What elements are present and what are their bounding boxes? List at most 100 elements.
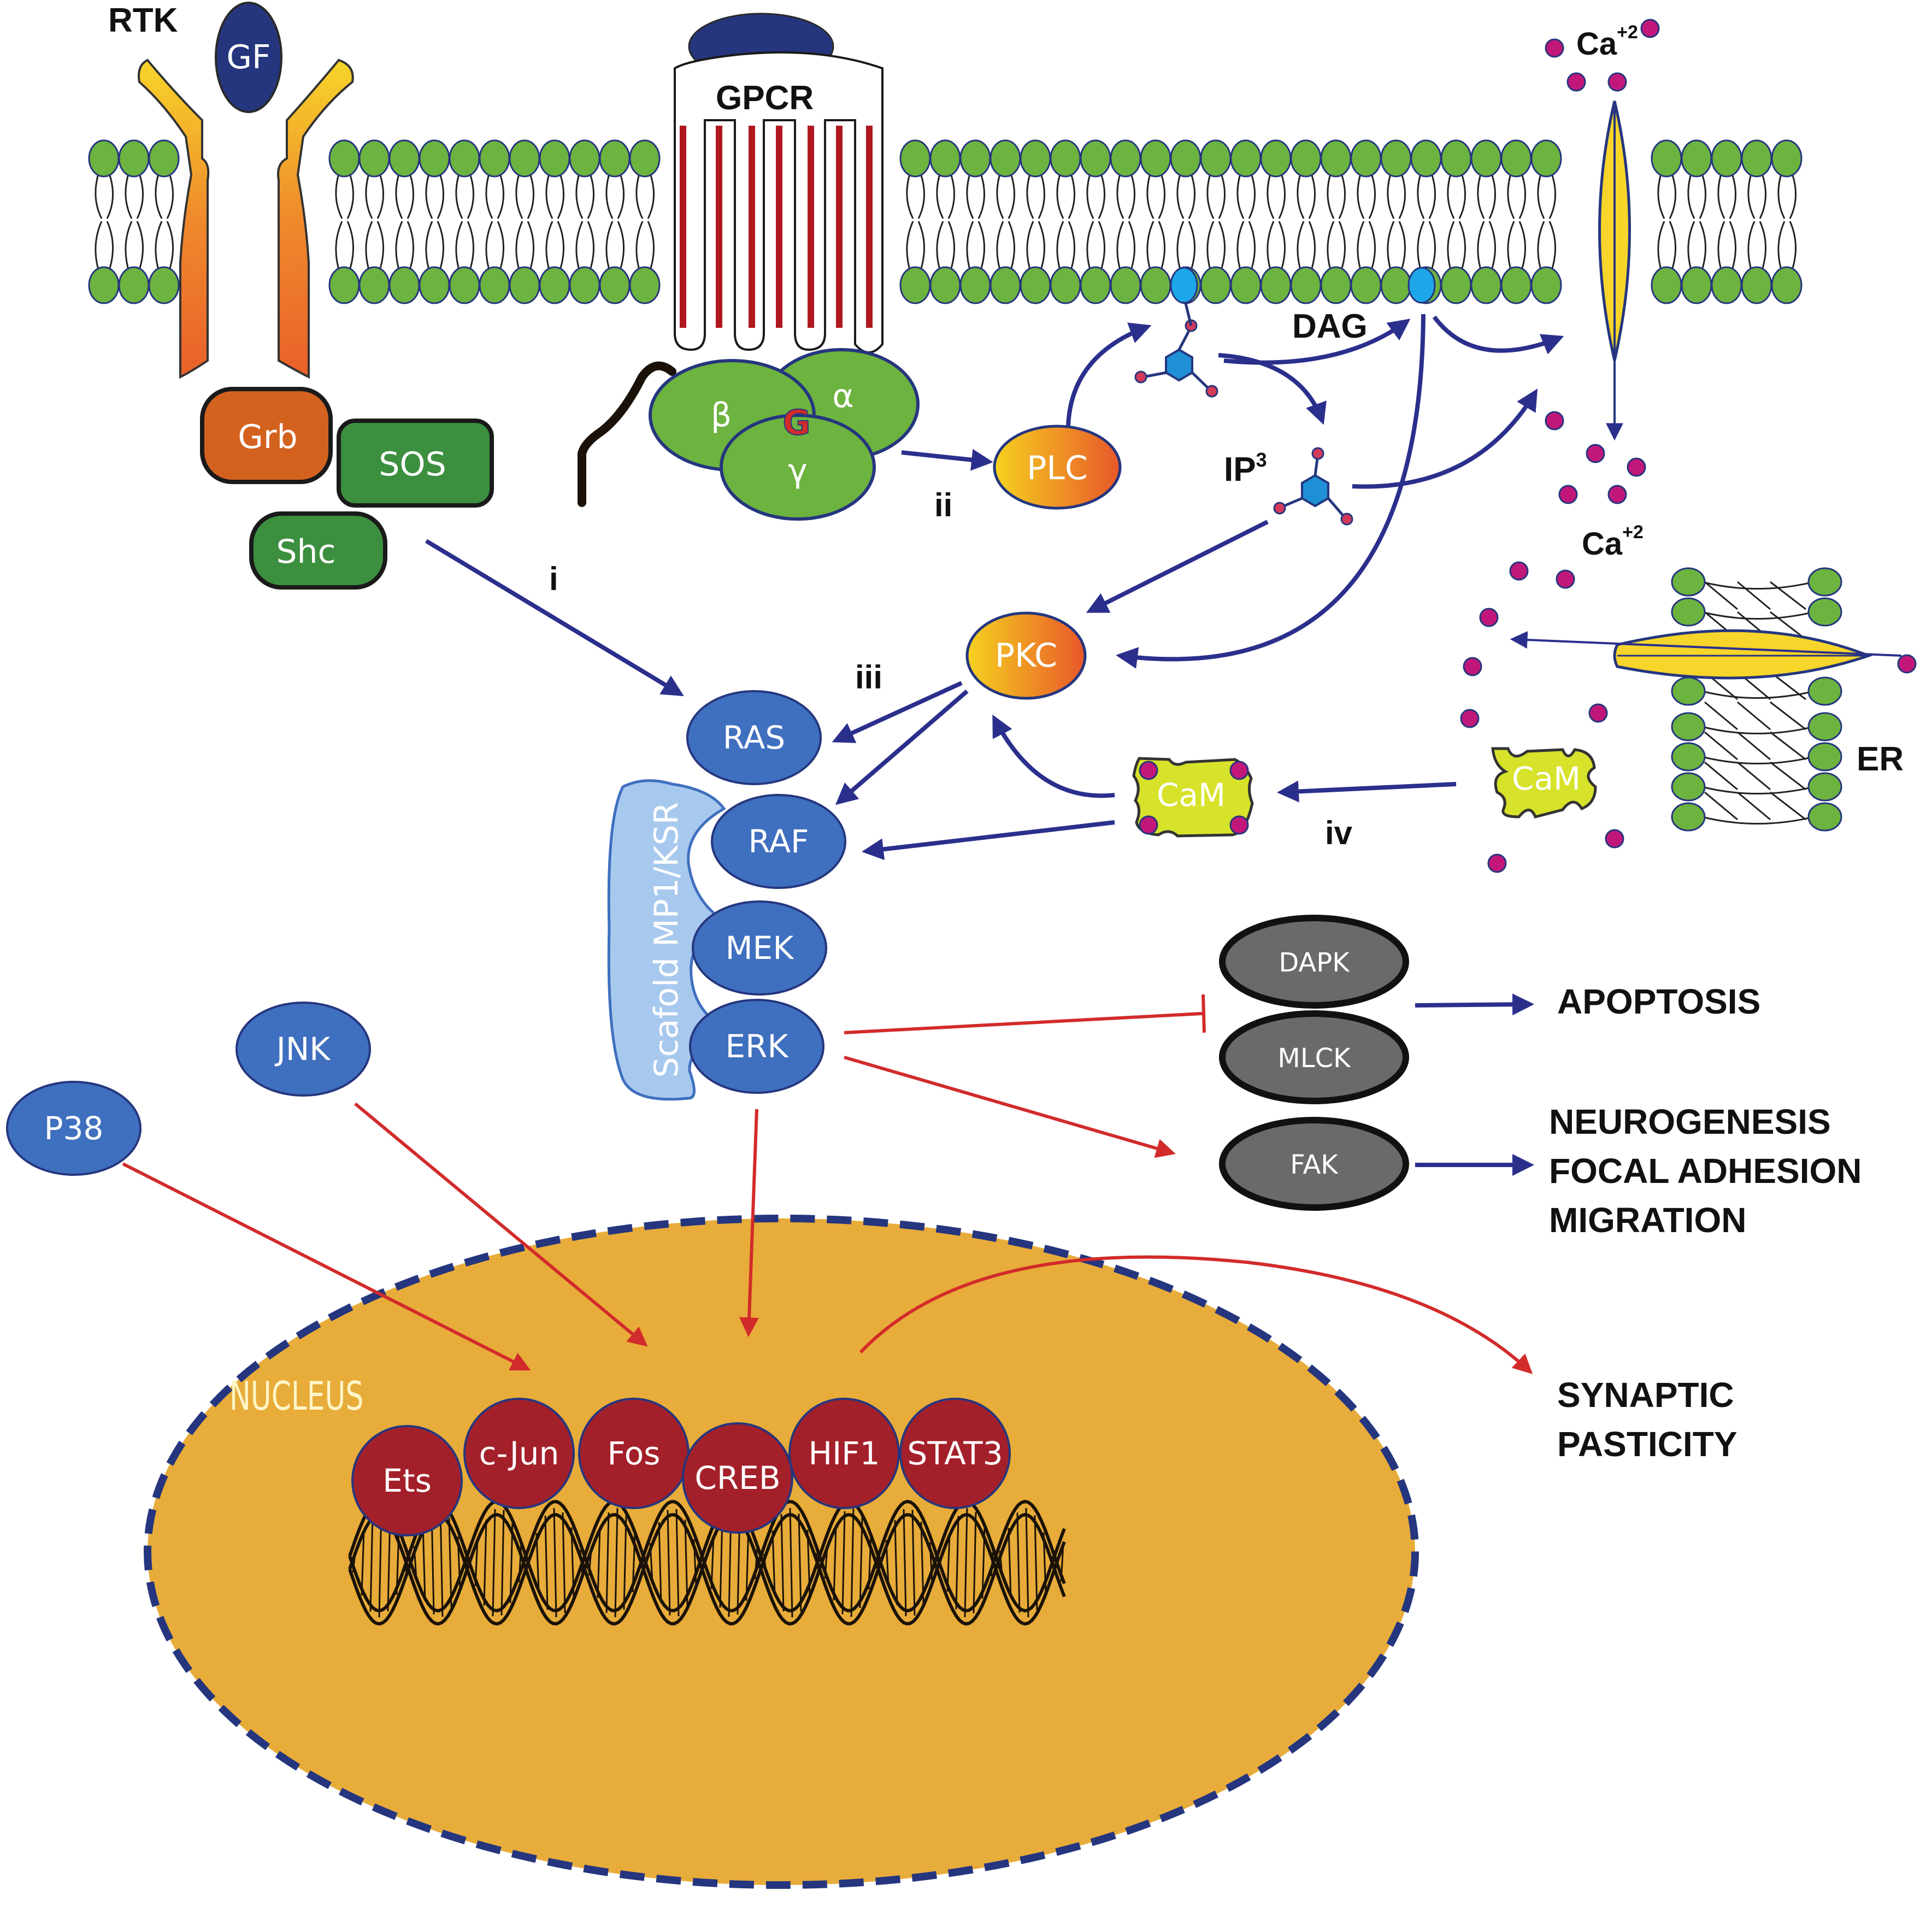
lipid-head [1080,266,1111,304]
lipid-head [1080,139,1111,178]
dna-double-helix [348,1499,1066,1626]
rtk-receptor: GF RTK [108,2,354,379]
calcium-ion [1558,485,1578,504]
lipid-head [479,266,510,304]
arrow-erk-nucleus [739,1109,759,1338]
lipid-head [929,139,961,178]
apoptosis-label: APOPTOSIS [1557,982,1760,1021]
g-alpha-label: α [832,377,854,415]
jnk-kinase [235,1002,371,1097]
gf-label: GF [226,38,270,76]
lipid-head [1530,266,1562,304]
lipid-head [1651,139,1682,178]
dag-lipid-head [1407,267,1436,304]
er-lipid-heads [1671,567,1842,832]
lipid-head [569,266,600,304]
tf-label: STAT3 [907,1435,1003,1472]
lipid-head [959,266,991,304]
dapk-label: DAPK [1279,947,1350,978]
focal-adhesion-label: FOCAL ADHESION [1549,1151,1862,1191]
scaffold-label: Scafold MP1/KSR [647,802,686,1078]
inhibit-bar [1201,994,1206,1033]
fak-label: FAK [1290,1150,1339,1180]
lipid-tails [95,170,1796,274]
lipid-head [1440,266,1472,304]
lipid-head [1230,266,1262,304]
lipid-head [1671,742,1706,772]
pkc-enzyme [965,611,1087,700]
ca-intracellular-superscript: +2 [1622,522,1644,543]
fak-kinase [1219,1117,1409,1211]
dapk-kinase [1219,915,1409,1009]
lipid-head [1290,139,1322,178]
gpcr-label: GPCR [716,79,814,117]
lipid-head [509,139,540,178]
calcium-ion [1607,485,1627,504]
calcium-ion [1460,709,1480,728]
ras-label: RAS [723,719,785,756]
lipid-head [1110,266,1141,304]
effector-kinases: DAPK MLCK FAK [1219,915,1409,1211]
lipid-head [1807,567,1842,597]
arrow-pkc-ras [832,681,963,743]
lipid-head [1741,139,1772,178]
arrow-pip2-ip3 [1218,353,1327,425]
lipid-head [599,266,631,304]
calcium-ion [1627,457,1646,477]
lipid-head [1320,139,1352,178]
calcium-ion [1556,569,1575,589]
arrow-shc-ras [425,539,684,697]
lipid-head [449,266,480,304]
calcium-ion [1640,19,1660,38]
lipid-head [1440,139,1472,178]
inhibit-erk-dapk [844,1012,1203,1034]
lipid-head [539,266,570,304]
tf-ets [351,1425,463,1536]
ip3-molecule [1273,447,1353,526]
jnk-label: JNK [275,1030,331,1068]
lipid-head [1410,139,1442,178]
ca-extracellular-label: Ca+2 [1576,22,1638,62]
lipid-head [629,266,661,304]
lipid-heads [88,139,1803,304]
arrow-nucleus-synaptic [859,1255,1533,1374]
rtk-label: RTK [108,2,178,39]
lipid-head [1530,139,1562,178]
calcium-ion [1545,38,1564,58]
sos-protein [337,419,494,508]
lipid-head [1807,676,1842,706]
lipid-head [1807,597,1842,627]
lipid-head [1230,139,1262,178]
er-lipid-tails [1701,581,1815,825]
adaptor-complex: Grb SOS Shc [200,387,494,590]
tf-c-jun [463,1398,575,1509]
lipid-head [1771,266,1803,304]
calcium-ion [1897,654,1917,674]
lipid-head [1711,266,1742,304]
lipid-head [1500,266,1532,304]
g-gamma-subunit [720,414,876,521]
arrow-ip3-pkc [1086,520,1269,613]
lipid-head [118,139,150,178]
lipid-head [569,139,600,178]
lipid-head [1711,139,1742,178]
lipid-head [899,266,931,304]
tf-label: c-Jun [479,1435,559,1472]
arrow-erk-fak [844,1056,1176,1158]
lipid-head [1140,266,1171,304]
calcium-ion [1607,72,1627,92]
calcium-ion [1509,561,1529,581]
lipid-head [1380,139,1412,178]
arrow-ip3-channel [1352,388,1538,489]
ip3-label: IP3 [1224,449,1267,488]
ca-intracellular-label: Ca+2 [1582,522,1644,562]
lipid-head [358,266,390,304]
p38-label: P38 [44,1110,104,1147]
lipid-head [629,139,661,178]
arrow-plc-pip2 [1066,322,1152,427]
lipid-head [88,266,120,304]
arrow-p38-nucleus [122,1162,531,1371]
lipid-head [1807,712,1842,741]
lipid-head [1671,676,1706,706]
